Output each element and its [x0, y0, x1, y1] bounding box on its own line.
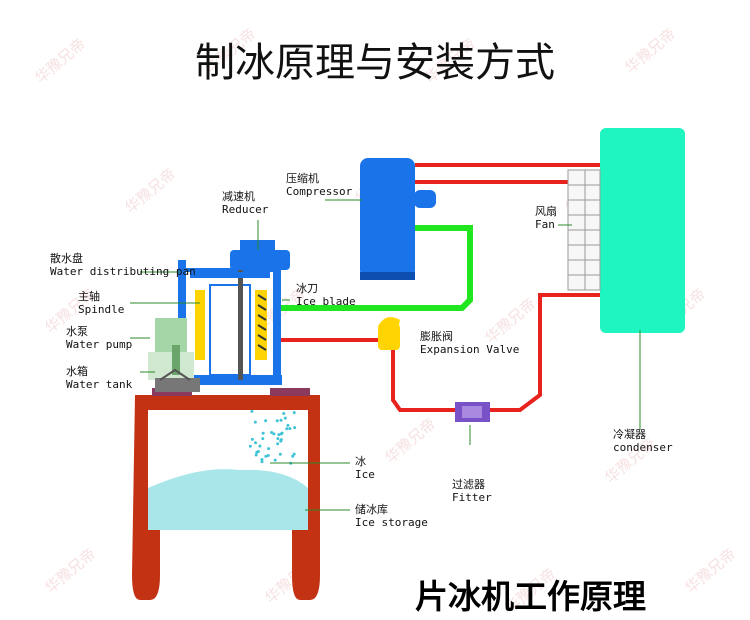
label-spindle: 主轴Spindle: [78, 290, 124, 316]
label-compressor: 压缩机Compressor: [286, 172, 352, 198]
ice-particle: [255, 454, 258, 457]
filter: [455, 402, 490, 422]
ice-particle: [262, 432, 265, 435]
ice-particle: [250, 410, 253, 413]
water-pump: [148, 318, 194, 380]
ice-particle: [276, 419, 279, 422]
label-ice-storage: 储冰库Ice storage: [355, 503, 428, 529]
condenser-unit: [568, 128, 685, 333]
ice-particle: [276, 437, 279, 440]
ice-particle: [267, 447, 270, 450]
ice-particle: [293, 411, 296, 414]
fan-fins: [568, 170, 600, 290]
ice-particle: [279, 453, 282, 456]
label-condenser: 冷凝器condenser: [613, 428, 673, 454]
ice-particle: [293, 453, 296, 456]
expansion-valve: [378, 317, 400, 350]
ice-particle: [286, 424, 289, 427]
label-reducer: 减速机Reducer: [222, 190, 268, 216]
ice-particle: [279, 440, 282, 443]
ice-particle: [280, 419, 283, 422]
ice-particle: [276, 442, 279, 445]
ice-particle: [264, 455, 267, 458]
ice-particle: [285, 427, 288, 430]
ice-particle: [261, 437, 264, 440]
ice-particle: [258, 445, 261, 448]
ice-particle: [254, 421, 257, 424]
ice-particle: [255, 451, 258, 454]
water-distributing-pan: [190, 272, 270, 278]
compressor: [360, 158, 436, 280]
ice-particle: [249, 445, 252, 448]
ice-particle: [274, 459, 277, 462]
footer-caption: 片冰机工作原理: [415, 570, 646, 618]
ice-particle: [277, 433, 280, 436]
label-ice-blade: 冰刀Ice blade: [296, 282, 356, 308]
label-ice: 冰Ice: [355, 455, 375, 481]
ice-particle: [281, 432, 284, 435]
ice-particle: [254, 441, 257, 444]
label-expansion-valve: 膨胀阀Expansion Valve: [420, 330, 519, 356]
spindle: [238, 270, 243, 380]
ice-particle: [260, 460, 263, 463]
label-water-pump: 水泵Water pump: [66, 325, 132, 351]
label-filter: 过滤器Fitter: [452, 478, 492, 504]
ice-particle: [282, 412, 285, 415]
ice-storage-bin: [132, 388, 320, 600]
ice-particle: [284, 417, 287, 420]
ice-particle: [293, 426, 296, 429]
ice-particle: [264, 419, 267, 422]
label-fan: 风扇Fan: [535, 205, 557, 231]
reducer: [230, 240, 290, 270]
ice-particle: [270, 431, 273, 434]
label-water-distributing-pan: 散水盘Water distributing pan: [50, 252, 196, 278]
ice-particle: [288, 427, 291, 430]
label-water-tank: 水箱Water tank: [66, 365, 132, 391]
ice-particle: [251, 438, 254, 441]
